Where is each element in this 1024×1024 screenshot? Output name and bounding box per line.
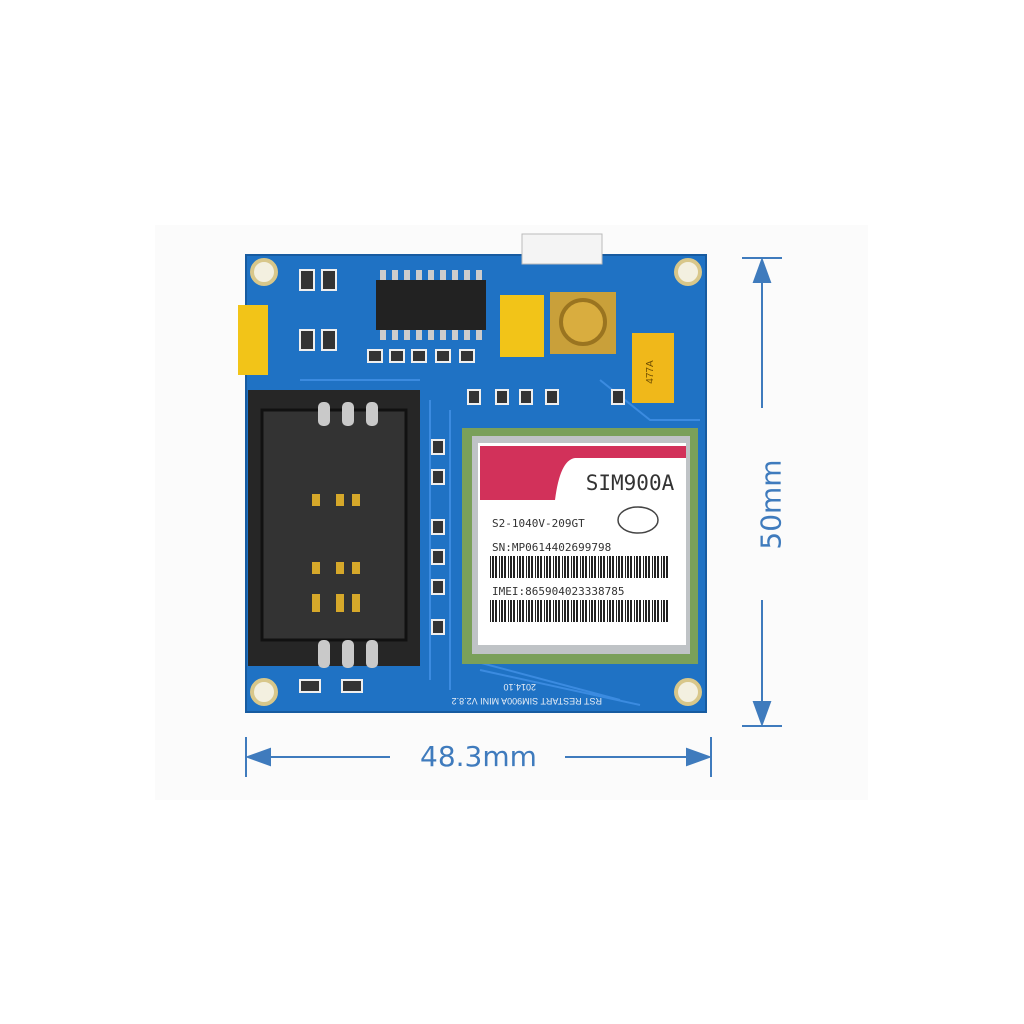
module-name: SIM900A xyxy=(586,471,675,495)
pin-header-left xyxy=(238,305,268,375)
dimension-lines xyxy=(245,257,782,777)
barcodes xyxy=(490,556,670,622)
module-imei: IMEI:865904023338785 xyxy=(492,585,624,598)
ic-pins xyxy=(380,270,482,340)
smd-components xyxy=(299,269,625,693)
sma-antenna-connector xyxy=(559,298,607,346)
width-dimension-label: 48.3mm xyxy=(420,740,537,773)
capacitor-label: 477A xyxy=(645,360,656,384)
tantalum-capacitor xyxy=(632,333,674,403)
jst-connector xyxy=(521,233,603,265)
module-serial: SN:MP0614402699798 xyxy=(492,541,611,554)
ic-chip xyxy=(376,280,486,330)
ccc-mark-icon xyxy=(617,506,659,534)
height-arrow-down-icon xyxy=(752,701,772,727)
width-arrow-right-icon xyxy=(686,747,712,767)
mounting-holes xyxy=(250,258,702,706)
height-dimension-label: 50mm xyxy=(754,459,788,550)
module-model: S2-1040V-209GT xyxy=(492,517,585,530)
width-arrow-left-icon xyxy=(245,747,271,767)
module-red-band xyxy=(480,446,686,500)
height-arrow-up-icon xyxy=(752,257,772,283)
board-date: 2014.10 xyxy=(503,682,536,692)
pin-header-mid xyxy=(500,295,544,357)
sim-holder-pins xyxy=(318,402,378,668)
board-silkscreen: RST RESTART SIM900A MINI V2.8.2 xyxy=(452,696,602,706)
